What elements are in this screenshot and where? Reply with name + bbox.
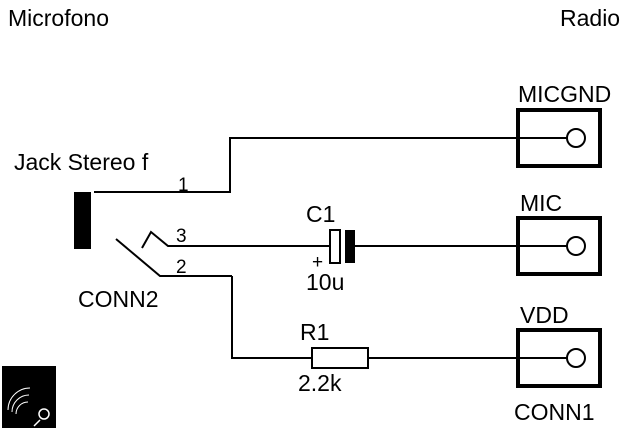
logo-text-line2: RADIO <box>10 379 37 388</box>
logo-wave-arc <box>11 394 30 413</box>
conn1-pin-label: MICGND <box>518 81 611 107</box>
jack-label: Jack Stereo f <box>14 149 149 175</box>
jack-contact-2 <box>115 238 232 277</box>
wire-to-resistor <box>231 276 312 359</box>
capacitor-negative-plate <box>345 230 355 263</box>
resistor-body <box>311 347 369 369</box>
wire-micgnd <box>94 137 518 193</box>
capacitor-c1: C1 + 10u <box>306 201 355 295</box>
conn1-pin-vdd: VDD <box>516 302 602 388</box>
conn1-pin-label: MIC <box>520 190 562 216</box>
capacitor-positive-plate <box>329 229 341 264</box>
jack-pin-1-label: 1 <box>178 175 189 196</box>
logo-wave-arc <box>15 401 29 415</box>
conn1-pin-label: VDD <box>520 302 569 328</box>
jack-contact-3 <box>141 230 330 249</box>
resistor-value-label: 2.2k <box>298 370 342 396</box>
jack-pin-2-label: 2 <box>176 257 187 278</box>
conn1-pin-micgnd: MICGND <box>516 81 611 168</box>
jack-pin-3-label: 3 <box>176 226 187 247</box>
logo-text-line1: PIANETA <box>4 369 39 378</box>
capacitor-value-label: 10u <box>306 269 344 295</box>
jack-sleeve-body <box>74 192 91 249</box>
jack-ref-label: CONN2 <box>78 286 159 312</box>
conn1-pin-terminal <box>566 348 586 368</box>
logo-microphone-handle <box>33 419 41 427</box>
conn1-pin-mic: MIC <box>516 190 602 276</box>
resistor-r1: R1 2.2k <box>298 319 369 396</box>
microfono-title: Microfono <box>8 5 109 31</box>
pianeta-radio-logo: PIANETA RADIO <box>2 366 56 428</box>
logo-microphone-icon <box>38 408 50 420</box>
capacitor-polarity-mark: + <box>312 252 323 273</box>
conn1-pin-terminal <box>566 236 586 256</box>
conn1-pin-terminal <box>566 128 586 148</box>
connector-conn1: MICGND MIC VDD CONN1 <box>514 81 611 425</box>
resistor-ref-label: R1 <box>300 319 329 345</box>
capacitor-ref-label: C1 <box>306 201 335 227</box>
logo-wave-arc <box>7 387 31 411</box>
jack-stereo-connector: Jack Stereo f 1 3 2 CONN2 <box>14 149 330 312</box>
conn1-ref-label: CONN1 <box>514 399 595 425</box>
radio-title: Radio <box>560 5 620 31</box>
